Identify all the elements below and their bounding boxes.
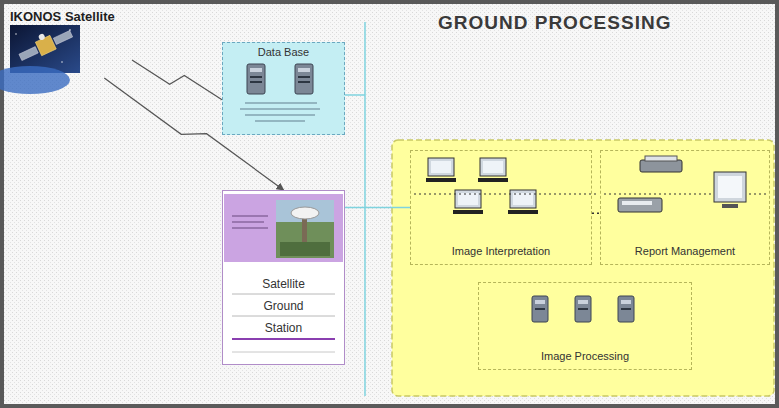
- radio-link: [132, 60, 222, 100]
- database-box: Data Base: [222, 42, 345, 135]
- station-fill: [222, 190, 345, 365]
- server-icon: [247, 64, 265, 94]
- bus-branch: [345, 94, 365, 96]
- ground-station-box: Satellite Ground Station: [222, 190, 345, 365]
- database-fill: [222, 42, 345, 135]
- blurred-fine-print: [232, 215, 268, 229]
- network-bus: [364, 22, 366, 396]
- dotted-link: [414, 194, 596, 195]
- monitor-icon: [714, 172, 746, 208]
- node-label: Image Processing: [541, 350, 629, 363]
- node-label: Data Base: [258, 46, 309, 59]
- node-label: Report Management: [635, 245, 735, 258]
- station-purple-panel: [224, 194, 343, 262]
- process-box: Image Interpretation: [410, 150, 592, 265]
- process-box: Report Management: [600, 150, 770, 265]
- node-label: Satellite Ground Station: [247, 273, 321, 339]
- process-box: Image Processing: [478, 282, 692, 370]
- radio-link: [104, 78, 283, 190]
- satellite-node: IKONOS Satellite: [6, 6, 132, 78]
- satellite-picture: [0, 22, 80, 94]
- node-label: IKONOS Satellite: [10, 9, 115, 25]
- workstation-icons: [426, 158, 538, 214]
- ground-processing-region: [392, 140, 774, 396]
- node-label: Image Interpretation: [452, 245, 550, 258]
- diagram-title: GROUND PROCESSING: [438, 12, 671, 34]
- server-icons: [532, 296, 634, 322]
- page-ground: [4, 4, 775, 404]
- scanner-icon: [618, 198, 662, 212]
- printer-icon: [640, 156, 682, 172]
- network-link: [592, 213, 600, 215]
- antenna-photo: [276, 200, 334, 258]
- server-icon: [295, 64, 313, 94]
- blurred-fine-print: [240, 102, 320, 122]
- network-link: [345, 207, 410, 209]
